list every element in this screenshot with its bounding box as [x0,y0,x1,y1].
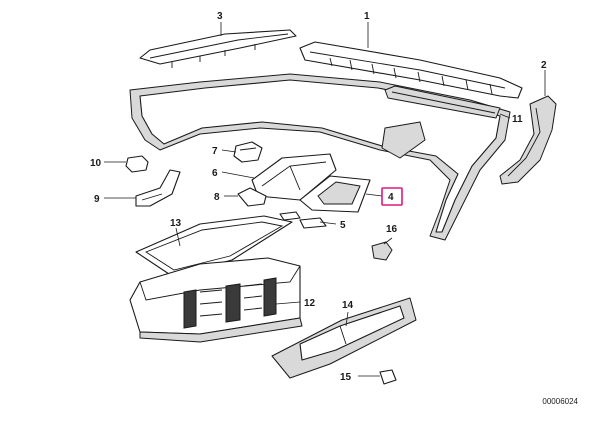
callout-12[interactable]: 12 [304,298,316,309]
part-3-trim-strip [139,29,297,68]
part-4-housing [299,175,371,213]
callout-9[interactable]: 9 [94,194,100,205]
part-14-plate [271,297,417,379]
callout-2[interactable]: 2 [541,60,547,71]
callout-1[interactable]: 1 [364,11,370,22]
callout-7[interactable]: 7 [212,146,218,157]
part-7-clip [233,141,263,163]
callout-14[interactable]: 14 [342,300,354,311]
callout-3[interactable]: 3 [217,11,223,22]
part-10-clip [125,155,149,173]
callout-4-highlight [381,187,403,206]
callout-4[interactable]: 4 [388,192,394,203]
part-8-bracket [237,187,267,207]
part-9-bracket [135,169,181,207]
callout-8[interactable]: 8 [214,192,220,203]
part-11-strip [384,85,501,119]
leader-lines [104,22,546,377]
callout-10[interactable]: 10 [90,158,102,169]
document-number: 00006024 [542,397,578,406]
part-12-block [129,257,303,343]
part-15-clip [379,369,397,385]
part-5-clips [279,211,327,229]
callout-11[interactable]: 11 [512,114,523,125]
callout-6[interactable]: 6 [212,168,218,179]
callout-labels: 1 2 3 4 5 6 7 8 9 10 11 12 13 14 15 16 [90,11,547,383]
part-1-carrier [299,41,523,99]
callout-15[interactable]: 15 [340,372,352,383]
part-16-clip [371,241,393,261]
callout-5[interactable]: 5 [340,220,346,231]
bumper-shell [129,73,511,241]
callout-16[interactable]: 16 [386,224,398,235]
callout-13[interactable]: 13 [170,218,182,229]
part-2-corner-trim [499,95,557,185]
